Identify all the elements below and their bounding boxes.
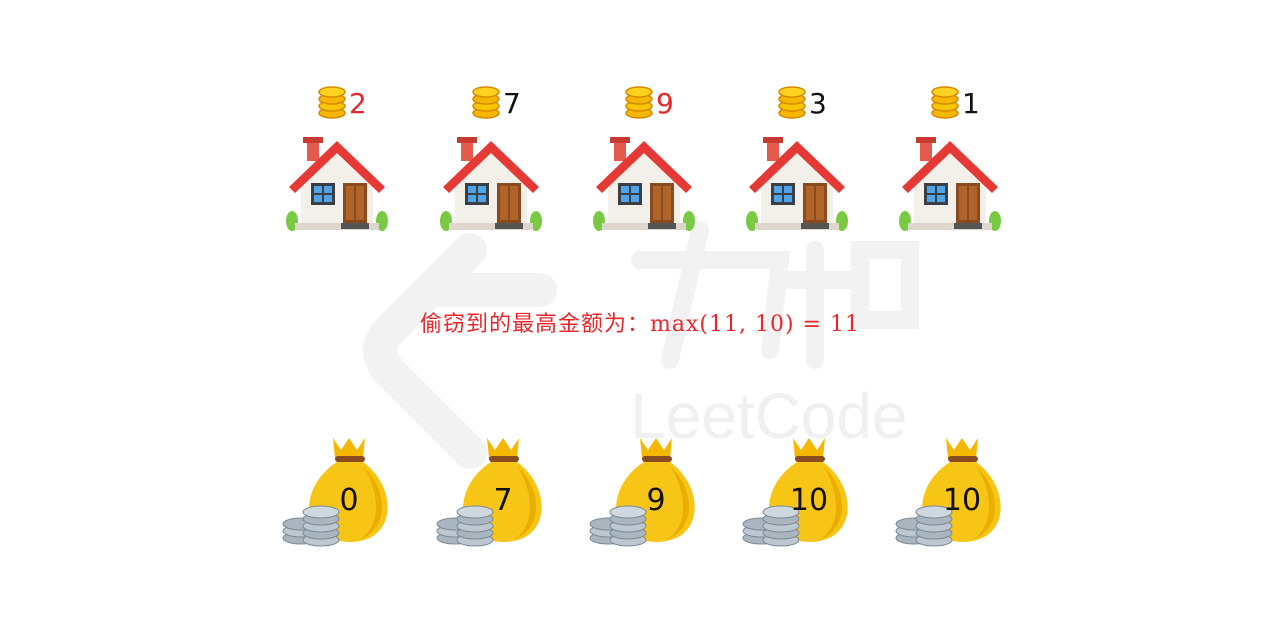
house-amount: 9 (656, 87, 674, 120)
coin-stack-icon (930, 83, 960, 125)
house-amount-label: 2 (317, 84, 367, 124)
result-caption: 偷窃到的最高金额为：max(11, 10) = 11 (420, 312, 860, 337)
svg-text:LeetCode: LeetCode (630, 380, 908, 452)
coin-stack-icon (471, 83, 501, 125)
coin-stack-icon (624, 83, 654, 125)
house-icon (592, 135, 696, 237)
money-bag-icon (892, 436, 1020, 552)
money-bag-icon (586, 436, 714, 552)
coin-stack-icon (777, 83, 807, 125)
house-amount-label: 7 (471, 84, 521, 124)
dp-value: 10 (942, 483, 982, 518)
money-bag-icon (279, 436, 407, 552)
house-amount-label: 1 (930, 84, 980, 124)
dp-value: 0 (339, 483, 359, 518)
dp-value: 9 (646, 483, 666, 518)
money-bag-icon (433, 436, 561, 552)
house-icon (439, 135, 543, 237)
dp-value: 10 (789, 483, 829, 518)
house-icon (898, 135, 1002, 237)
house-amount: 1 (962, 87, 980, 120)
house-amount: 2 (349, 87, 367, 120)
house-amount: 7 (503, 87, 521, 120)
house-amount-label: 9 (624, 84, 674, 124)
house-amount: 3 (809, 87, 827, 120)
house-icon (285, 135, 389, 237)
dp-value: 7 (493, 483, 513, 518)
house-amount-label: 3 (777, 84, 827, 124)
house-icon (745, 135, 849, 237)
money-bag-icon (739, 436, 867, 552)
coin-stack-icon (317, 83, 347, 125)
